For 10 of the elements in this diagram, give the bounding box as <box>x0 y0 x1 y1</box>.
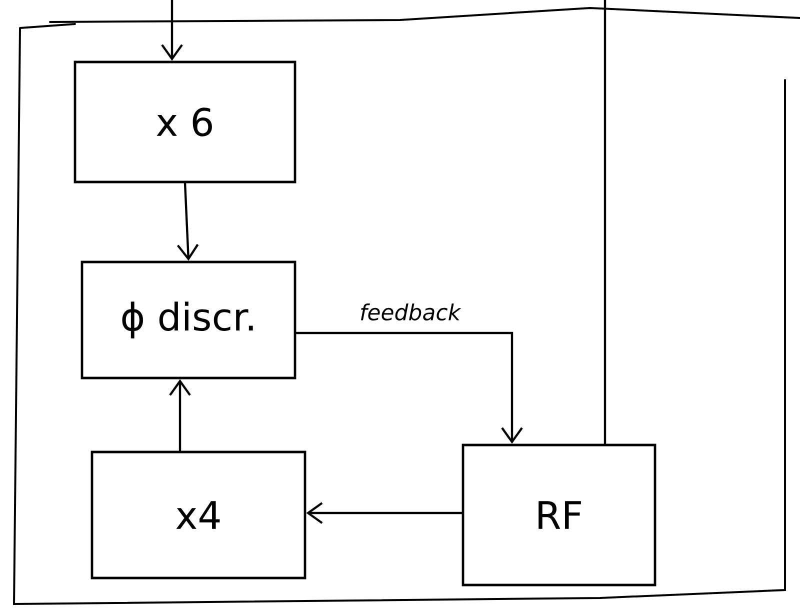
edge-label: feedback <box>358 302 462 322</box>
arrow <box>306 502 463 524</box>
process-box: RF <box>462 444 656 586</box>
process-box: ϕ discr. <box>80 260 296 380</box>
arrow <box>161 0 183 61</box>
process-box: x 6 <box>74 60 296 184</box>
process-box: x4 <box>90 450 306 580</box>
arrow <box>176 182 199 261</box>
arrow <box>295 332 523 444</box>
arrow <box>169 379 191 452</box>
